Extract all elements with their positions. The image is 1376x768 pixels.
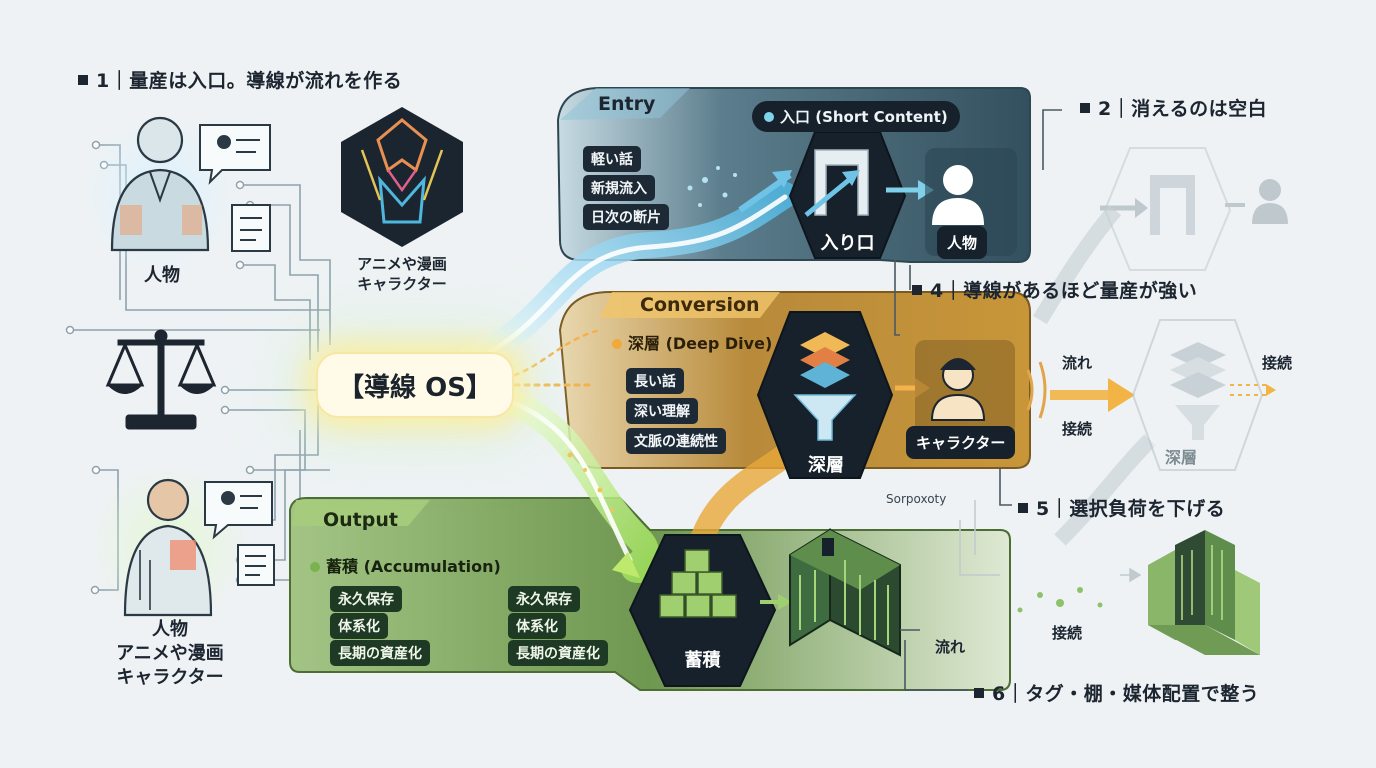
os-label: 【導線 OS】 [338,372,492,403]
output-left-item-2: 体系化 [330,613,388,639]
entry-pill: 入口 (Short Content) [752,101,960,132]
person-bottom-line1: 人物 [152,619,188,640]
entry-hexagon-icon [788,131,907,259]
entry-item-3: 日次の断片 [583,204,669,230]
faded-path [1033,204,1156,546]
output-left-item-1: 永久保存 [330,586,402,612]
person-bottom-line3: キャラクター [116,667,224,688]
conversion-subtitle: 深層 (Deep Dive) [612,330,772,354]
output-hexagon-icon [628,534,777,687]
conversion-hexagon-icon [756,311,894,479]
character-icon [915,340,1015,450]
output-title: Output [323,509,398,531]
output-left-item-3: 長期の資産化 [330,640,430,666]
right-circuit-lines [959,500,1142,583]
conversion-item-3: 文脈の連続性 [626,428,726,454]
right-connect-label-top: 接続 [1262,354,1293,372]
faded-arrowhead [1266,384,1276,396]
faded-entry-icon [1100,147,1288,271]
entry-dot-icon [764,112,774,122]
right-flow-label: 流れ [1062,354,1093,372]
right-misc-label: Sorpoxoty [886,492,947,506]
right-deep-label: 深層 [1165,448,1198,467]
os-center-node: 【導線 OS】 [316,352,514,418]
entry-item-2: 新規流入 [583,175,655,201]
anime-character-icon [341,107,463,247]
output-right-item-1: 永久保存 [508,586,580,612]
conversion-hex-label: 深層 [808,455,844,476]
anime-caption-line1: アニメや漫画 [357,255,447,273]
conversion-item-1: 長い話 [626,368,684,394]
output-dot-icon [310,562,320,572]
character-label: キャラクター [906,426,1016,459]
entry-hex-label: 入り口 [820,233,875,254]
entry-person-label: 人物 [937,226,988,259]
heading-5: 5｜選択負荷を下げる [1018,494,1225,521]
flow-streams [457,182,812,583]
heading-4: 4｜導線があるほど量産が強い [912,276,1197,303]
right-connect-label-bottom: 接続 [1052,624,1083,642]
building-icon [789,528,901,657]
anime-caption-line2: キャラクター [357,275,447,293]
person-bottom-line2: アニメや漫画 [116,643,224,664]
right-arrow-icon [1050,378,1135,412]
output-flow-arrow [760,594,792,610]
entry-arrow-icon [738,170,792,213]
faded-deep-icon [1131,319,1264,471]
right-flow-label-bottom: 流れ [935,638,966,656]
entry-item-1: 軽い話 [583,146,641,172]
chat-bubble-icon [199,124,271,252]
output-right-item-2: 体系化 [508,613,566,639]
heading-2: 2｜消えるのは空白 [1080,94,1267,121]
conversion-item-2: 深い理解 [626,398,698,424]
heading-6: 6｜タグ・棚・媒体配置で整う [974,679,1259,706]
heading-1: 1｜量産は入口。導線が流れを作る [78,66,402,93]
faded-dash-arrows [1230,384,1270,396]
right-connect-label-mid: 接続 [1062,420,1093,438]
output-subtitle: 蓄積 (Accumulation) [310,553,501,577]
city-icon [1148,530,1260,655]
particles [567,166,1103,613]
chat-bubble-bottom-icon [204,481,275,586]
output-arrow-icon [612,552,640,578]
person-top-caption: 人物 [144,265,180,286]
output-right-item-3: 長期の資産化 [508,640,608,666]
connector-lines [894,109,1062,691]
conversion-dot-icon [612,339,622,349]
sound-waves [1026,361,1047,419]
conversion-title: Conversion [640,294,760,316]
output-hex-label: 蓄積 [684,650,721,671]
entry-title: Entry [598,93,656,115]
scale-icon [105,329,217,430]
